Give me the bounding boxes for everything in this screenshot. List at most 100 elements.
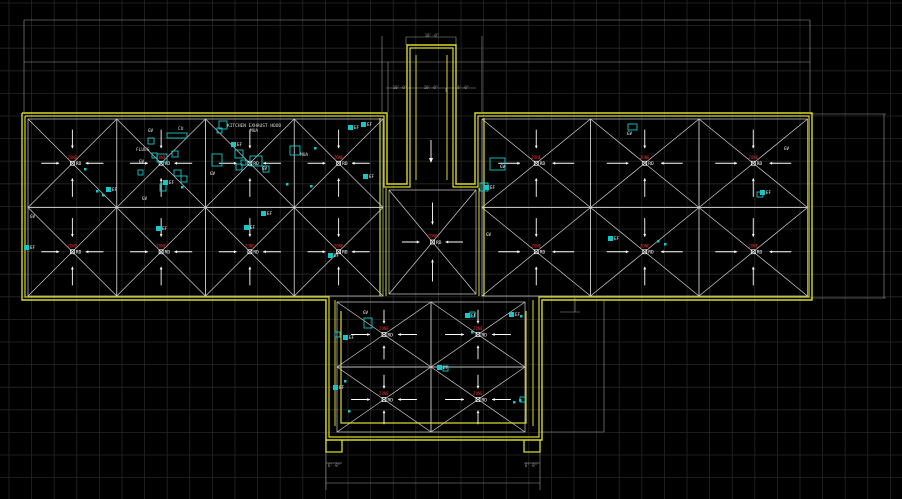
- rd-label: RD: [482, 332, 488, 338]
- arrow-head-icon: [263, 250, 266, 254]
- arrow-head-icon: [461, 333, 464, 336]
- arrow-head-icon: [661, 250, 664, 254]
- equipment-box: [173, 169, 182, 177]
- equipment-box: [469, 311, 476, 318]
- zone-label: ZONE: [640, 243, 650, 248]
- return-diffuser-icon: [158, 249, 164, 255]
- arrow-head-icon: [643, 234, 647, 237]
- zone-label: ZONE: [334, 155, 344, 160]
- device-dot-icon: [344, 380, 347, 383]
- device-dot-icon: [664, 243, 667, 246]
- arrow-head-icon: [382, 320, 386, 324]
- gv-label: GV: [142, 196, 148, 201]
- ef-label: EF: [490, 185, 496, 190]
- device-dot-icon: [471, 331, 474, 334]
- equipment-box: [171, 150, 179, 158]
- equipment-box: [289, 145, 301, 156]
- equipment-box: [627, 123, 638, 131]
- arrow-head-icon: [445, 240, 449, 244]
- return-diffuser-icon: [430, 239, 435, 245]
- arrow-head-icon: [382, 345, 386, 349]
- arrow-head-icon: [492, 398, 495, 401]
- rd-label: RD: [388, 332, 394, 338]
- arrow-head-icon: [476, 320, 480, 324]
- arrow-head-icon: [552, 161, 556, 165]
- arrow-head-icon: [643, 145, 647, 149]
- arrow-head-icon: [661, 161, 664, 165]
- return-diffuser-icon: [475, 397, 481, 402]
- return-diffuser-icon: [381, 332, 387, 337]
- exhaust-fan-icon: [361, 122, 366, 127]
- arrow-head-icon: [337, 145, 341, 149]
- gv-label: GV: [139, 159, 145, 164]
- arrow-head-icon: [534, 266, 538, 270]
- arrow-head-icon: [643, 266, 647, 270]
- arrow-head-icon: [769, 161, 773, 165]
- return-diffuser-icon: [534, 161, 539, 166]
- arrow-head-icon: [552, 250, 556, 254]
- zone-label: ZONE: [156, 155, 166, 160]
- dim-bottom-left-leg: 6'-8": [328, 463, 340, 468]
- ef-label: EF: [267, 211, 273, 216]
- arrow-head-icon: [174, 161, 178, 165]
- rd-label: RD: [165, 250, 171, 256]
- arrow-head-icon: [145, 161, 148, 165]
- ef-label: EF: [112, 187, 118, 192]
- zone-label: ZONE: [245, 243, 255, 248]
- equipment-box: [479, 182, 489, 192]
- ef-label: EF: [515, 312, 521, 317]
- gv-label: GV: [784, 146, 790, 151]
- arrow-head-icon: [159, 266, 163, 270]
- equipment-box: [489, 157, 506, 171]
- wall: [24, 47, 810, 438]
- zone-label: ZONE: [68, 243, 78, 248]
- return-diffuser-icon: [642, 249, 648, 255]
- device-dot-icon: [314, 147, 317, 150]
- ef-label: EF: [334, 253, 340, 258]
- exhaust-fan-icon: [156, 226, 161, 231]
- zone-label: ZONE: [473, 391, 483, 396]
- gv-label: GV: [262, 166, 268, 171]
- ef-label: EF: [349, 335, 355, 340]
- exhaust-fan-icon: [437, 365, 442, 370]
- arrow-head-icon: [398, 398, 401, 401]
- arrow-head-icon: [534, 145, 538, 149]
- arrow-head-icon: [751, 234, 755, 237]
- equipment-box: [137, 169, 144, 176]
- dim-corridor-top: 18'-0": [425, 33, 439, 38]
- exhaust-fan-icon: [465, 313, 470, 318]
- return-diffuser-icon: [430, 239, 435, 245]
- arrow-head-icon: [492, 333, 495, 336]
- equipment-box: [147, 137, 155, 145]
- rd-label: RD: [253, 161, 259, 167]
- zone-label: ZONE: [379, 391, 389, 396]
- rd-label: RD: [76, 161, 82, 167]
- zone-label: ZONE: [428, 234, 438, 239]
- arrow-head-icon: [517, 161, 520, 165]
- rd-label: RD: [76, 250, 82, 256]
- rd-label: RD: [165, 161, 171, 167]
- device-dot-icon: [657, 240, 660, 243]
- device-dot-icon: [102, 194, 105, 197]
- equipment-box: [442, 365, 449, 372]
- ef-label: EF: [471, 313, 477, 318]
- arrow-head-icon: [734, 161, 737, 165]
- flues-label: FLUES: [136, 147, 150, 153]
- gv-label: GV: [500, 164, 506, 169]
- arrow-head-icon: [625, 250, 629, 254]
- device-dot-icon: [520, 315, 523, 318]
- return-diffuser-icon: [70, 161, 75, 166]
- return-diffuser-icon: [475, 332, 481, 337]
- arrow-head-icon: [429, 158, 433, 163]
- exhaust-fan-icon: [760, 190, 765, 195]
- ef-label: EF: [614, 236, 620, 241]
